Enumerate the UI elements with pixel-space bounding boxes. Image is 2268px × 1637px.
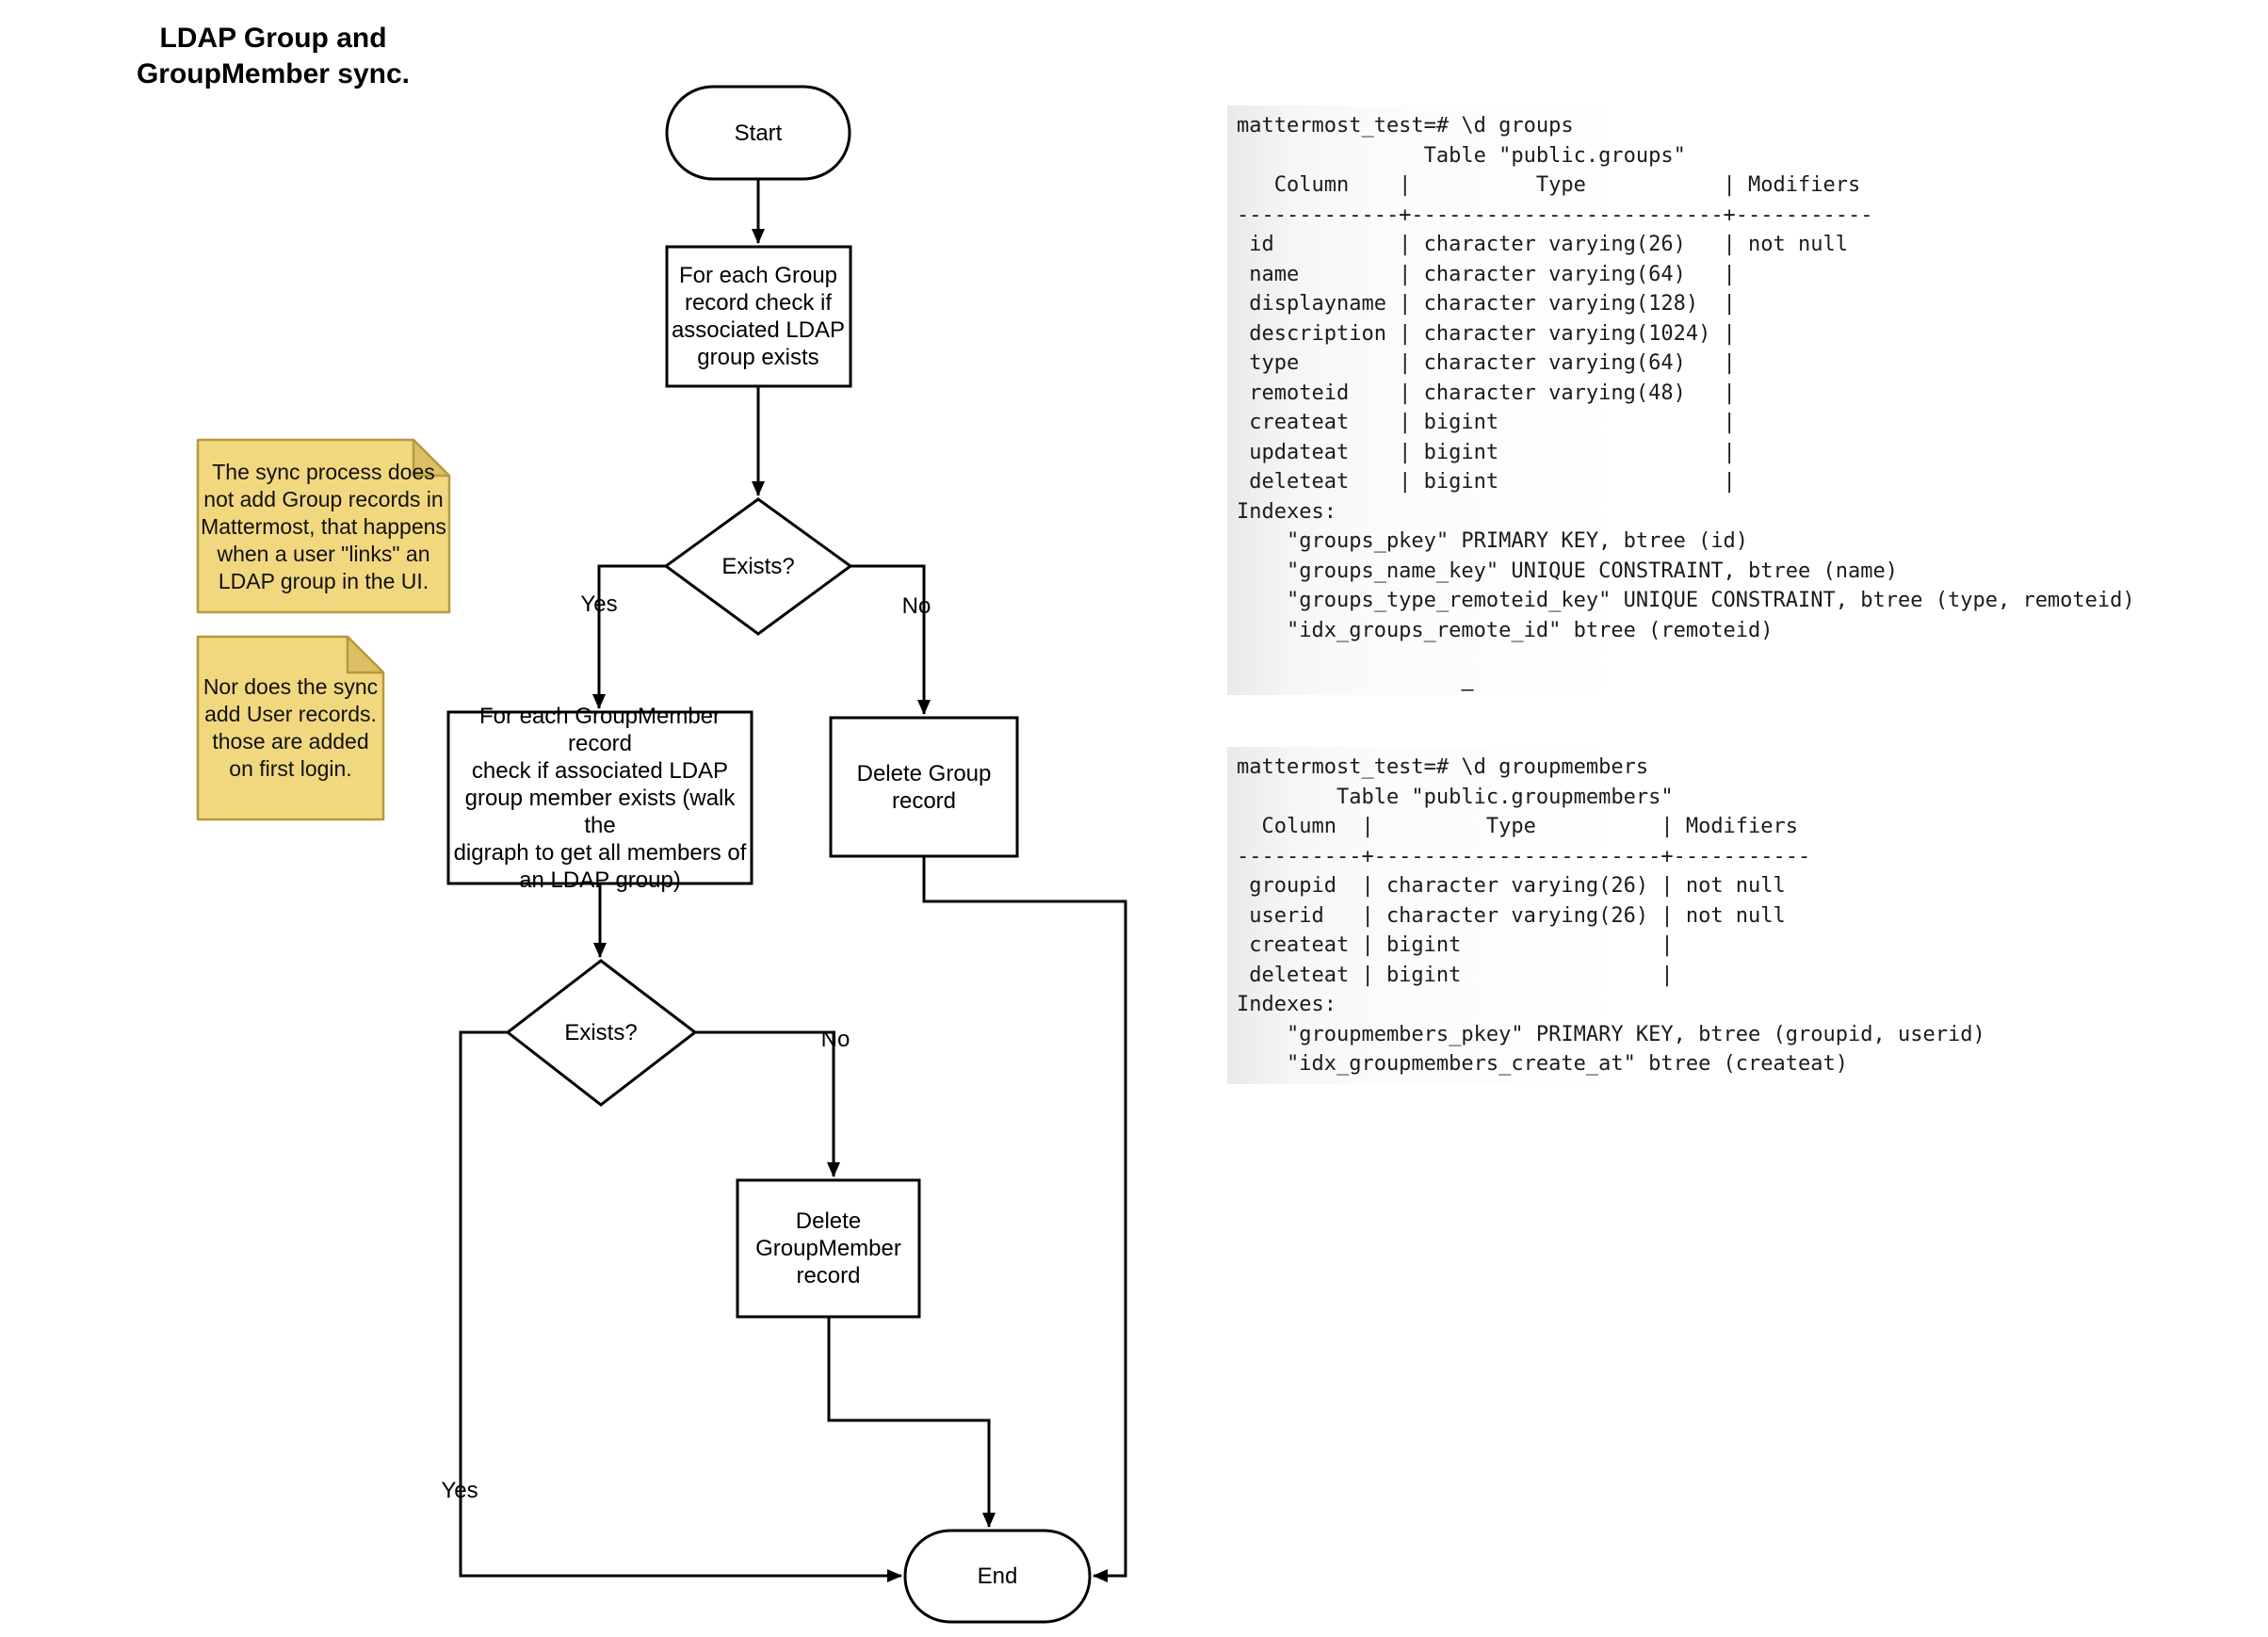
sticky-note-1-text: The sync process does not add Group reco… — [201, 459, 446, 593]
delete-group-node — [829, 716, 1019, 858]
end-node — [903, 1529, 1092, 1624]
edge-deletemember-to-end — [827, 1317, 996, 1528]
psql-groupmembers-table-output: mattermost_test=# \d groupmembers Table … — [1227, 747, 2114, 1084]
exists1-no-label: No — [901, 593, 932, 619]
exists1-decision-node — [663, 497, 853, 636]
exists1-decision-label: Exists? — [721, 553, 795, 579]
flow-connectors — [459, 179, 1127, 1582]
sticky-note-1 — [196, 438, 451, 614]
start-node — [665, 85, 851, 181]
check-group-node-label: For each Group record check if associate… — [671, 263, 846, 370]
delete-group-node-label: Delete Group record — [856, 760, 992, 814]
exists2-yes-label: Yes — [441, 1478, 478, 1503]
end-node-label: End — [977, 1564, 1018, 1589]
sticky-note-2 — [196, 635, 385, 821]
edge-exists1-yes — [592, 564, 666, 709]
exists2-decision-label: Exists? — [564, 1019, 638, 1045]
delete-groupmember-node — [736, 1178, 921, 1319]
check-groupmember-node-label: For each GroupMember record check if ass… — [453, 703, 747, 893]
edge-exists2-no — [695, 1030, 840, 1177]
psql-groups-table-output: mattermost_test=# \d groups Table "publi… — [1227, 105, 2186, 702]
sticky-note-2-fold — [346, 635, 385, 674]
exists1-yes-label: Yes — [580, 592, 618, 617]
sticky-note-2-text: Nor does the sync add User records. thos… — [202, 674, 379, 781]
delete-groupmember-node-label: Delete GroupMember record — [755, 1208, 901, 1289]
exists2-decision-node — [505, 959, 698, 1107]
exists2-no-label: No — [820, 1027, 850, 1052]
edge-deletegroup-to-end — [922, 856, 1127, 1582]
page-title: LDAP Group and GroupMember sync. — [136, 23, 411, 89]
start-node-label: Start — [734, 120, 783, 146]
edge-exists2-yes-to-end — [459, 1030, 902, 1582]
edge-exists1-no — [850, 564, 931, 715]
check-group-node — [665, 245, 852, 388]
check-groupmember-node — [446, 710, 753, 885]
sticky-note-1-fold — [412, 438, 451, 478]
